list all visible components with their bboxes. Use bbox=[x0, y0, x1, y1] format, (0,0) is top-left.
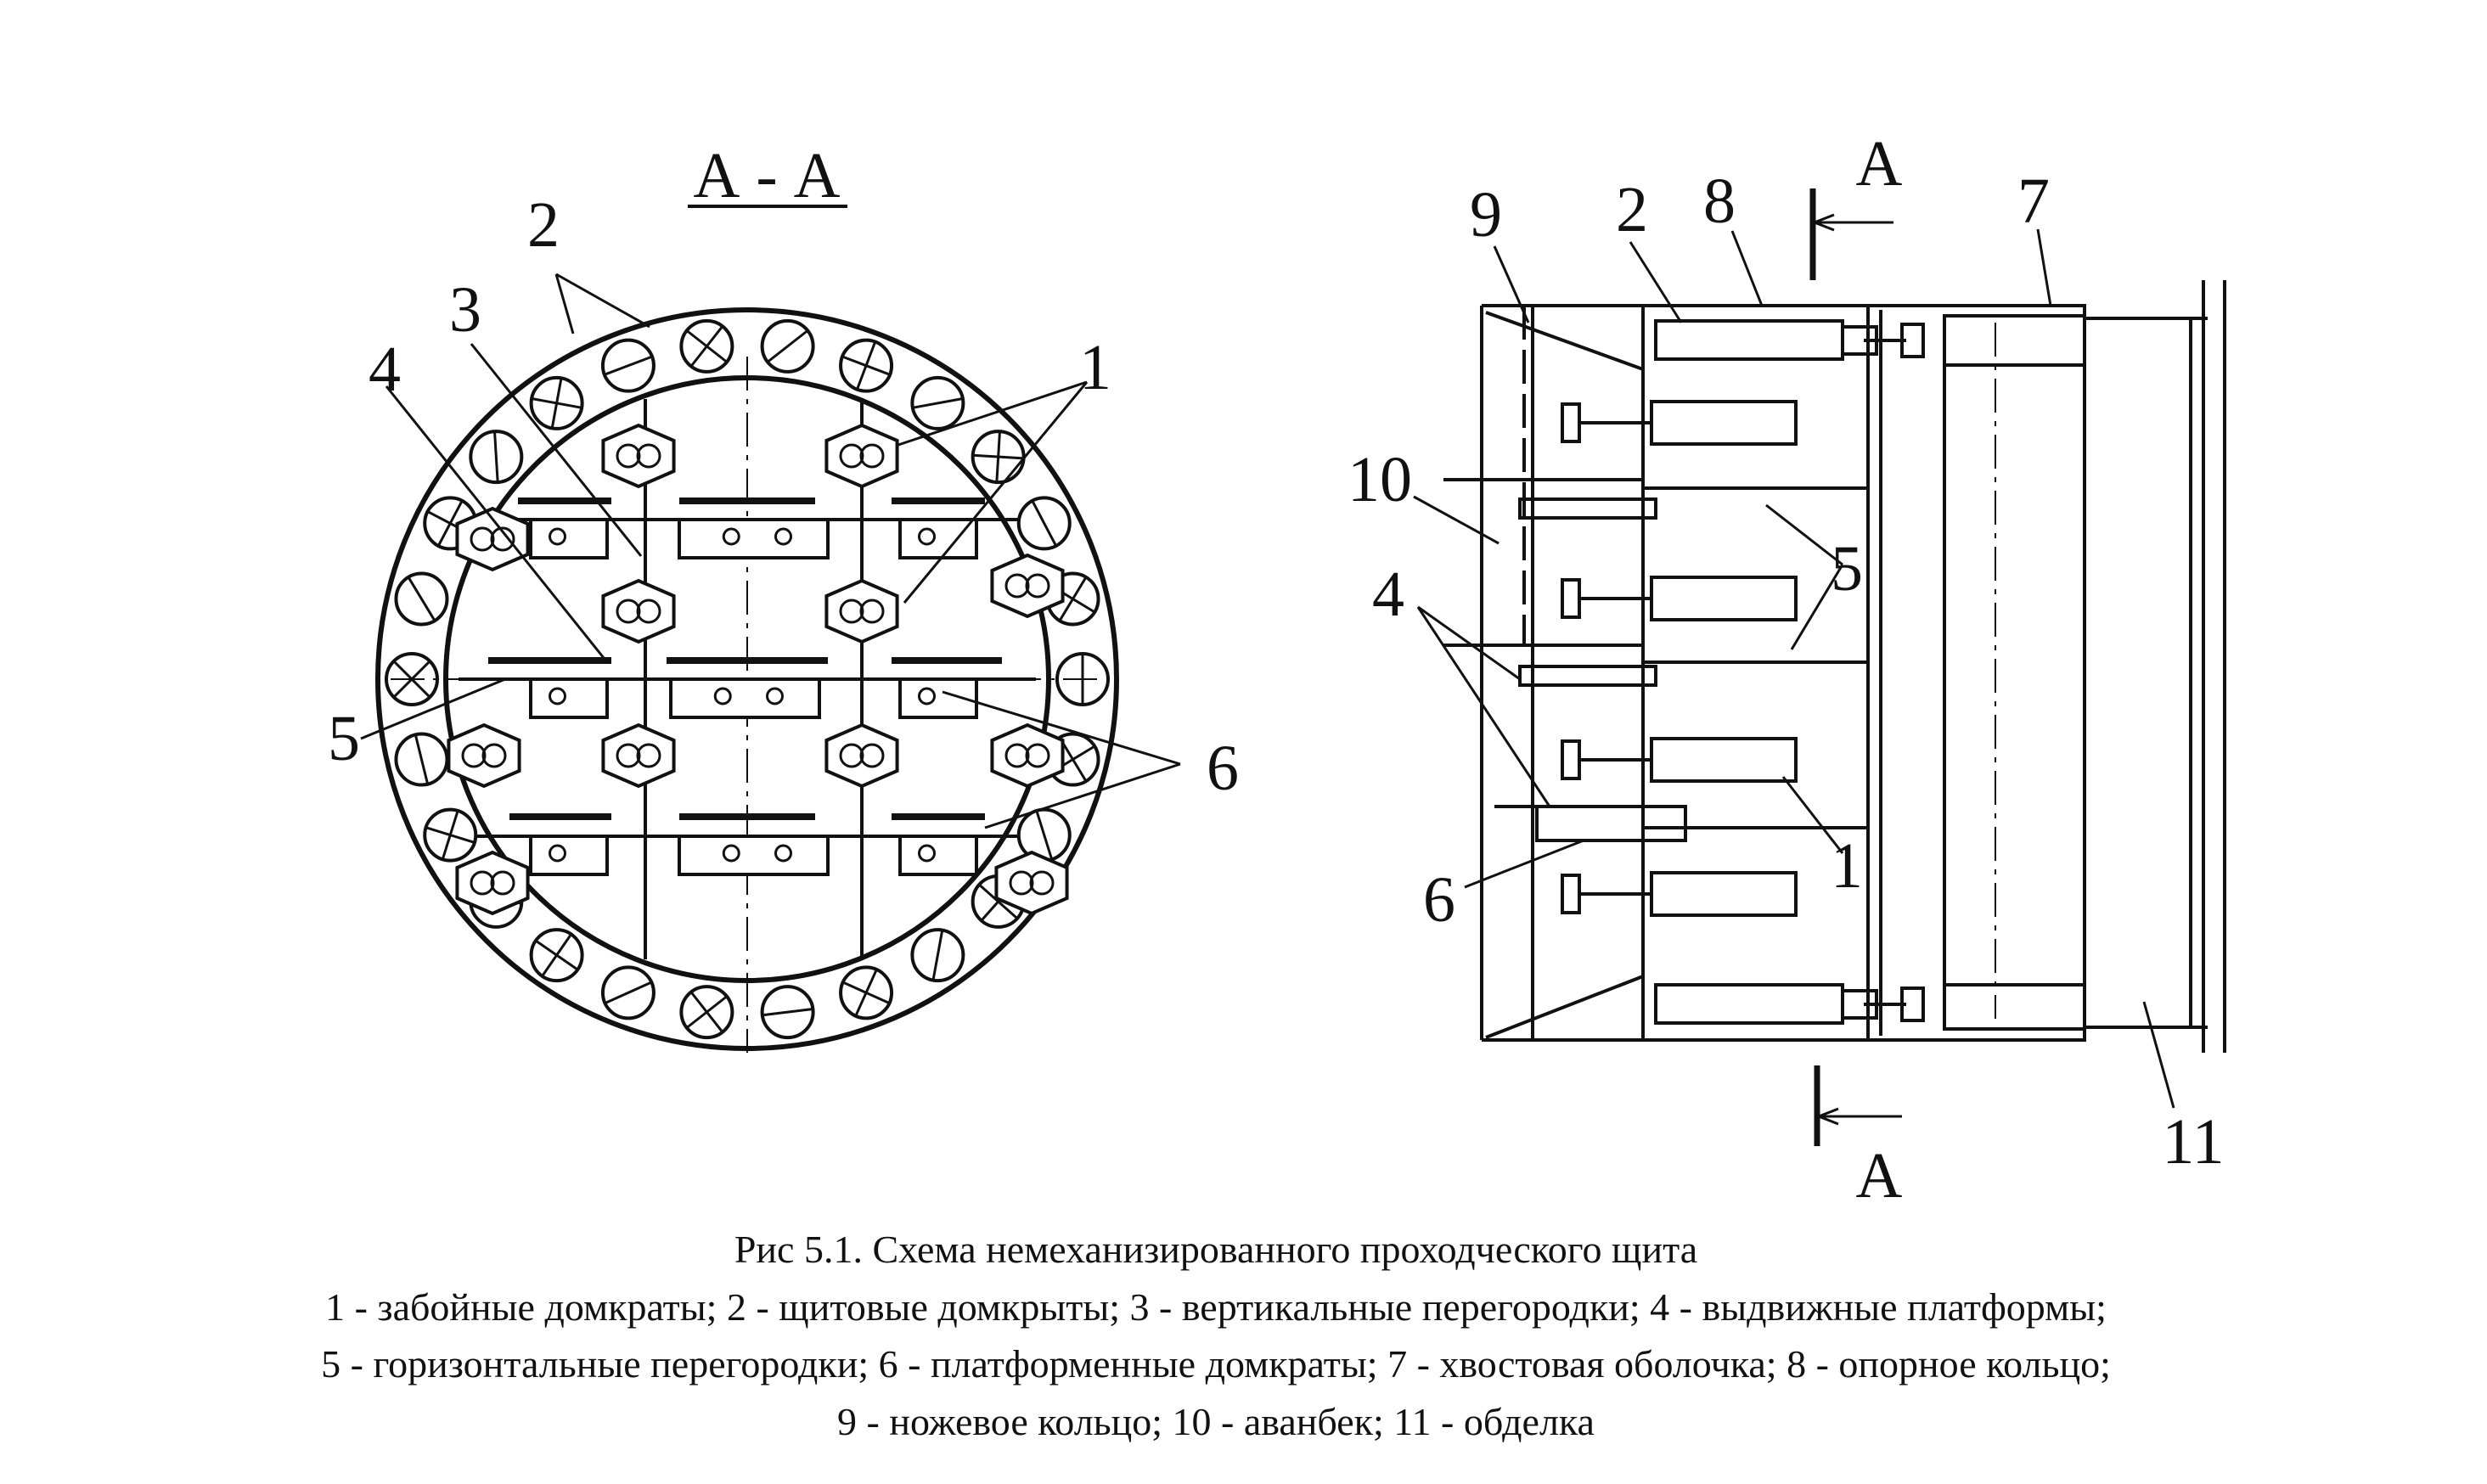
label-4: 4 bbox=[369, 334, 401, 405]
shield-jack bbox=[394, 571, 449, 627]
platform-jacks bbox=[529, 518, 978, 876]
shield-jack bbox=[910, 928, 965, 983]
shield-jack bbox=[679, 985, 734, 1040]
platform-jack bbox=[898, 835, 978, 876]
face-jack bbox=[455, 506, 530, 572]
platform-jack bbox=[529, 518, 609, 559]
face-jack bbox=[824, 578, 899, 644]
platform-jack bbox=[678, 518, 830, 559]
shield-jack bbox=[600, 965, 656, 1020]
face-jack bbox=[447, 722, 521, 789]
shield-jack bbox=[423, 807, 478, 863]
section-leaders bbox=[360, 273, 1181, 829]
face-jack bbox=[990, 553, 1065, 619]
label-2: 2 bbox=[527, 189, 560, 261]
label-9: 9 bbox=[1470, 179, 1502, 250]
label-7: 7 bbox=[2017, 166, 2050, 237]
caption-line-3: 9 - ножевое кольцо; 10 - аванбек; 11 - о… bbox=[837, 1400, 1595, 1443]
side-face-jack bbox=[1561, 871, 1798, 917]
platform-jack bbox=[678, 835, 830, 876]
platform-jack bbox=[898, 518, 978, 559]
section-view: А - А bbox=[328, 140, 1239, 1053]
section-mark-bottom: А bbox=[1856, 1140, 1903, 1211]
label-6-side: 6 bbox=[1423, 864, 1455, 936]
label-5: 5 bbox=[328, 703, 360, 774]
shield-jack bbox=[910, 375, 965, 430]
shield-jack bbox=[529, 375, 584, 430]
label-1-side: 1 bbox=[1831, 830, 1863, 902]
shield-jack bbox=[839, 965, 894, 1020]
label-11: 11 bbox=[2162, 1106, 2224, 1178]
label-8: 8 bbox=[1703, 166, 1736, 237]
label-3: 3 bbox=[449, 274, 481, 346]
side-face-jack bbox=[1561, 576, 1798, 621]
side-face-jack bbox=[1561, 400, 1798, 446]
face-jack bbox=[990, 722, 1065, 789]
platform-jack bbox=[529, 677, 609, 719]
side-face-jack bbox=[1561, 737, 1798, 783]
caption-line-1: 1 - забойные домкраты; 2 - щитовые домкр… bbox=[325, 1285, 2107, 1329]
platform-jack bbox=[529, 835, 609, 876]
face-jack bbox=[601, 722, 676, 789]
section-title: А - А bbox=[693, 140, 840, 211]
side-view-labels: А А 9 2 8 7 10 4 5 1 6 11 bbox=[1348, 128, 2225, 1211]
shield-jack bbox=[971, 430, 1026, 485]
side-face-jacks bbox=[1561, 400, 1798, 917]
label-1: 1 bbox=[1079, 332, 1111, 403]
shield-jack bbox=[529, 928, 584, 983]
face-jack bbox=[824, 722, 899, 789]
face-jack bbox=[601, 423, 676, 489]
label-6: 6 bbox=[1207, 733, 1239, 804]
platform-jack bbox=[669, 677, 821, 719]
caption-line-2: 5 - горизонтальные перегородки; 6 - плат… bbox=[321, 1342, 2111, 1386]
shield-jack bbox=[760, 318, 815, 374]
face-jack bbox=[994, 850, 1069, 916]
face-jack bbox=[455, 850, 530, 916]
shield-jack bbox=[600, 338, 656, 393]
shield-jack bbox=[1016, 496, 1072, 551]
caption-title: Рис 5.1. Схема немеханизированного прохо… bbox=[734, 1228, 1697, 1271]
label-10: 10 bbox=[1348, 444, 1412, 515]
shield-jack bbox=[839, 338, 894, 393]
face-jack bbox=[601, 578, 676, 644]
extendable-platforms bbox=[488, 497, 1002, 820]
shield-jack bbox=[469, 430, 524, 485]
caption: Рис 5.1. Схема немеханизированного прохо… bbox=[321, 1228, 2111, 1443]
shield-jack bbox=[760, 985, 815, 1040]
shield-jack bbox=[394, 732, 449, 787]
face-jack bbox=[824, 423, 899, 489]
label-5-side: 5 bbox=[1831, 533, 1863, 604]
label-2-side: 2 bbox=[1616, 174, 1648, 245]
face-jacks bbox=[447, 423, 1069, 916]
label-4-side: 4 bbox=[1372, 559, 1404, 630]
side-view bbox=[1413, 188, 2226, 1146]
shield-body bbox=[1531, 304, 2086, 1042]
section-mark-top: А bbox=[1856, 128, 1903, 200]
shield-jack bbox=[679, 318, 734, 374]
